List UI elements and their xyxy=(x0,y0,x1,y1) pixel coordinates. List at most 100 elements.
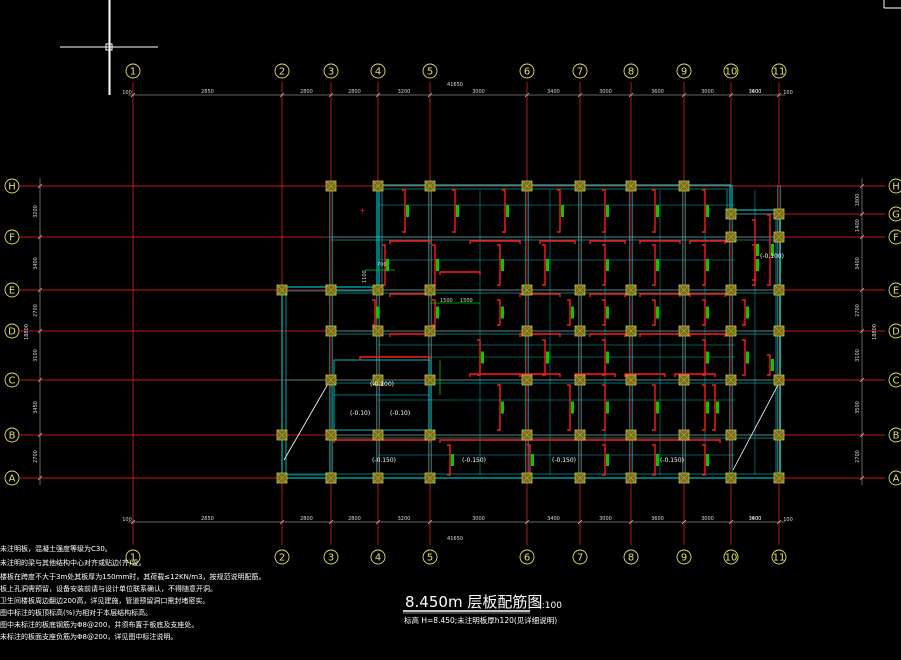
bubble-circle xyxy=(370,549,386,565)
note-line: 楼板在跨度不大于3m处其板厚为150mm时，其荷载≤12KN/m3，按规范说明配… xyxy=(0,572,266,581)
column-hatch xyxy=(678,325,690,337)
rebar-support-bar xyxy=(767,214,771,286)
stair-diagonal xyxy=(732,384,779,471)
dimension-text: 3100 xyxy=(855,349,861,362)
column-hatch xyxy=(424,429,436,441)
column-hatch xyxy=(725,231,737,243)
rebar-support-bar xyxy=(702,384,706,431)
column-hatch xyxy=(625,472,637,484)
column-hatch xyxy=(424,284,436,296)
rebar-label-mark xyxy=(771,359,774,371)
column-hatch xyxy=(625,429,637,441)
bubble-label: 1 xyxy=(130,553,136,564)
bubble-label: 3 xyxy=(328,553,334,564)
axis-bubble-row: E xyxy=(4,282,20,298)
rebar-support-bar xyxy=(402,189,406,233)
axis-bubble-row: H xyxy=(888,178,901,194)
column-hatch xyxy=(773,208,785,220)
dimension-text: 3100 xyxy=(33,349,39,362)
axis-bubble-row: D xyxy=(4,323,20,339)
column-hatch xyxy=(773,374,785,386)
dimension-text: 2700 xyxy=(855,304,861,317)
axis-bubble-column: 9 xyxy=(676,549,692,565)
crosshair-cursor[interactable] xyxy=(60,0,158,95)
bubble-circle xyxy=(323,549,339,565)
note-line: 未标注的板面支座负筋为Φ8@200，详见图中标注说明。 xyxy=(0,632,177,641)
rebar-support-bar xyxy=(652,299,656,326)
dimension-tick xyxy=(859,183,865,189)
drawing-subtitle: 标高 H=8.450;未注明板厚h120(见详细说明) xyxy=(404,615,557,625)
column-hatch xyxy=(521,374,533,386)
axis-bubble-column: 5 xyxy=(422,63,438,79)
slab-elevation-label: (-0.10) xyxy=(390,410,410,417)
dimension-tick xyxy=(859,377,865,383)
rebar-support-bar xyxy=(477,339,481,376)
rebar-top-bar xyxy=(519,293,561,297)
bubble-circle xyxy=(125,549,141,565)
bubble-circle xyxy=(723,63,739,79)
rebar-top-bar xyxy=(359,356,431,360)
column-hatch xyxy=(372,472,384,484)
rebar-support-bar xyxy=(372,299,376,326)
column-hatch xyxy=(276,472,288,484)
bubble-circle xyxy=(519,549,535,565)
bubble-label: 6 xyxy=(524,67,530,78)
rebar-label-mark xyxy=(756,244,759,256)
dimension-text: 3200 xyxy=(398,89,411,95)
rebar-label-mark xyxy=(501,259,504,271)
axis-bubble-column: 10 xyxy=(723,63,739,79)
rebar-label-mark xyxy=(706,306,709,319)
dimension-tick xyxy=(524,519,530,525)
stair-diagonal xyxy=(283,381,330,461)
dimension-text: 2850 xyxy=(201,89,214,95)
dimension-tick xyxy=(859,432,865,438)
columns xyxy=(276,180,785,484)
rebar-label-mark xyxy=(656,306,659,319)
bubble-circle xyxy=(572,549,588,565)
column-hatch xyxy=(725,429,737,441)
rebar-label-mark xyxy=(656,401,659,414)
bubble-label: 7 xyxy=(577,67,583,78)
column-hatch xyxy=(424,374,436,386)
bubble-label: C xyxy=(893,376,900,387)
rebar-support-bar xyxy=(742,299,746,326)
note-line: 卫生间楼板周边翻边200高，详见建施，管道预留洞口需封堵密实。 xyxy=(0,596,209,605)
rebar-support-bar xyxy=(652,384,656,431)
bubble-circle xyxy=(519,63,535,79)
column-hatch xyxy=(325,374,337,386)
bubble-circle xyxy=(888,282,901,298)
corner-bay xyxy=(285,379,332,476)
rebar-label-mark xyxy=(456,205,459,217)
dimension-text: 3000 xyxy=(472,89,485,95)
dimension-tick xyxy=(130,92,136,98)
rebar-support-bar xyxy=(752,219,756,281)
column-hatch xyxy=(521,429,533,441)
bubble-circle xyxy=(888,372,901,388)
dimension-tick xyxy=(628,92,634,98)
bubble-label: 10 xyxy=(725,67,738,78)
rebar-label-mark xyxy=(571,401,574,414)
bubble-label: B xyxy=(893,431,900,442)
rebar-top-bar xyxy=(689,333,726,337)
dimension-text: 3600 xyxy=(651,89,664,95)
rebar-top-bar xyxy=(519,373,561,377)
bubble-circle xyxy=(4,282,20,298)
dim-annotation-c: 700 xyxy=(377,262,387,268)
dimension-text: 3600 xyxy=(749,516,762,522)
rebar-top-bar xyxy=(389,240,431,244)
column-hatch xyxy=(325,325,337,337)
column-hatch xyxy=(725,472,737,484)
rebar-support-bar xyxy=(602,299,606,326)
dimension-text: 3500 xyxy=(855,401,861,414)
bubble-label: 6 xyxy=(524,553,530,564)
rebar-support-bar xyxy=(567,384,571,431)
axis-bubble-column: 6 xyxy=(519,63,535,79)
rebar-support-bar xyxy=(382,244,386,286)
rebar-support-bar xyxy=(702,299,706,326)
column-hatch xyxy=(725,325,737,337)
bubble-label: H xyxy=(892,182,900,193)
rebar-label-mark xyxy=(706,454,709,466)
bubble-label: 10 xyxy=(725,553,738,564)
drawing-scale: 1:100 xyxy=(536,601,562,611)
